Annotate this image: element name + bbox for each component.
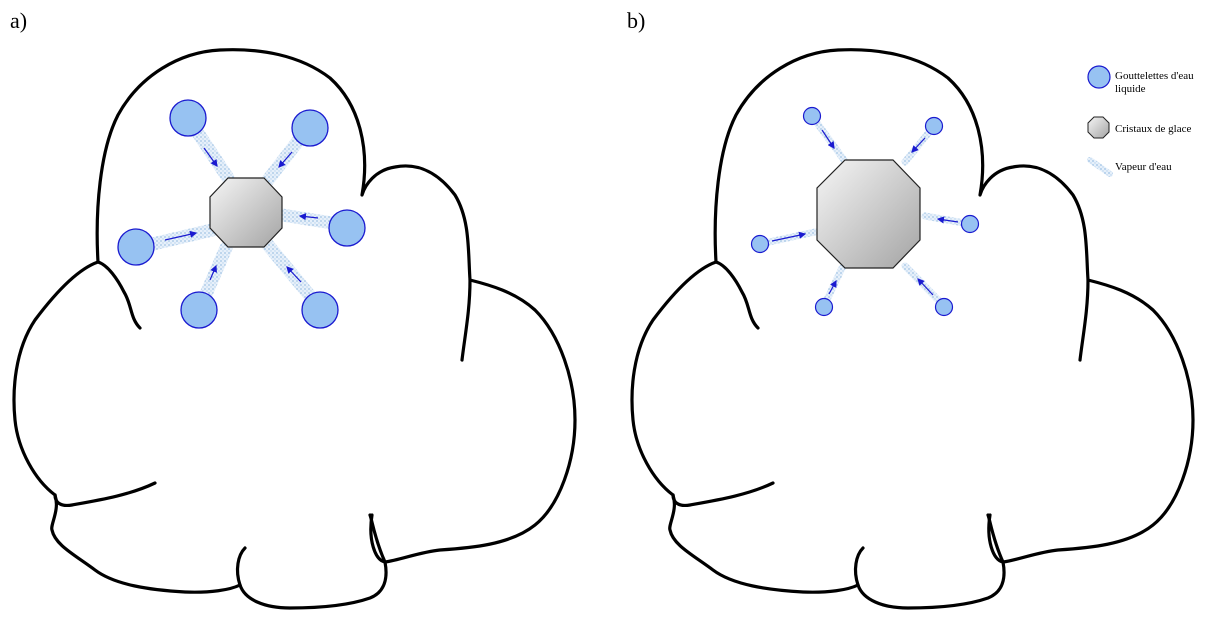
droplets-b xyxy=(750,106,980,317)
legend-droplet-label: Gouttelettes d'eau liquide xyxy=(1115,70,1194,95)
panel-b-label: b) xyxy=(627,8,646,33)
cloud-outline-b xyxy=(630,48,1195,610)
droplet xyxy=(960,214,980,234)
droplet xyxy=(802,106,822,126)
legend-vapor-icon xyxy=(1087,157,1113,177)
droplet xyxy=(924,116,944,136)
arrows-a xyxy=(164,147,319,283)
legend xyxy=(1087,65,1113,177)
droplet xyxy=(750,234,770,254)
droplets-a xyxy=(117,99,366,329)
droplet xyxy=(117,228,155,266)
droplet xyxy=(169,99,207,137)
ice-crystal-a xyxy=(209,177,283,248)
droplet xyxy=(934,297,954,317)
droplet xyxy=(291,109,329,147)
legend-droplet-icon xyxy=(1087,65,1111,89)
panel-a-label: a) xyxy=(10,8,28,33)
droplet xyxy=(328,209,366,247)
legend-vapor-label: Vapeur d'eau xyxy=(1115,161,1172,173)
droplet xyxy=(814,297,834,317)
cloud-outline-a xyxy=(12,48,577,610)
droplet xyxy=(180,291,218,329)
legend-crystal-icon xyxy=(1087,116,1110,139)
droplet xyxy=(301,291,339,329)
legend-crystal-label: Cristaux de glace xyxy=(1115,123,1192,135)
arrows-b xyxy=(771,129,959,296)
ice-crystal-b xyxy=(816,159,921,269)
